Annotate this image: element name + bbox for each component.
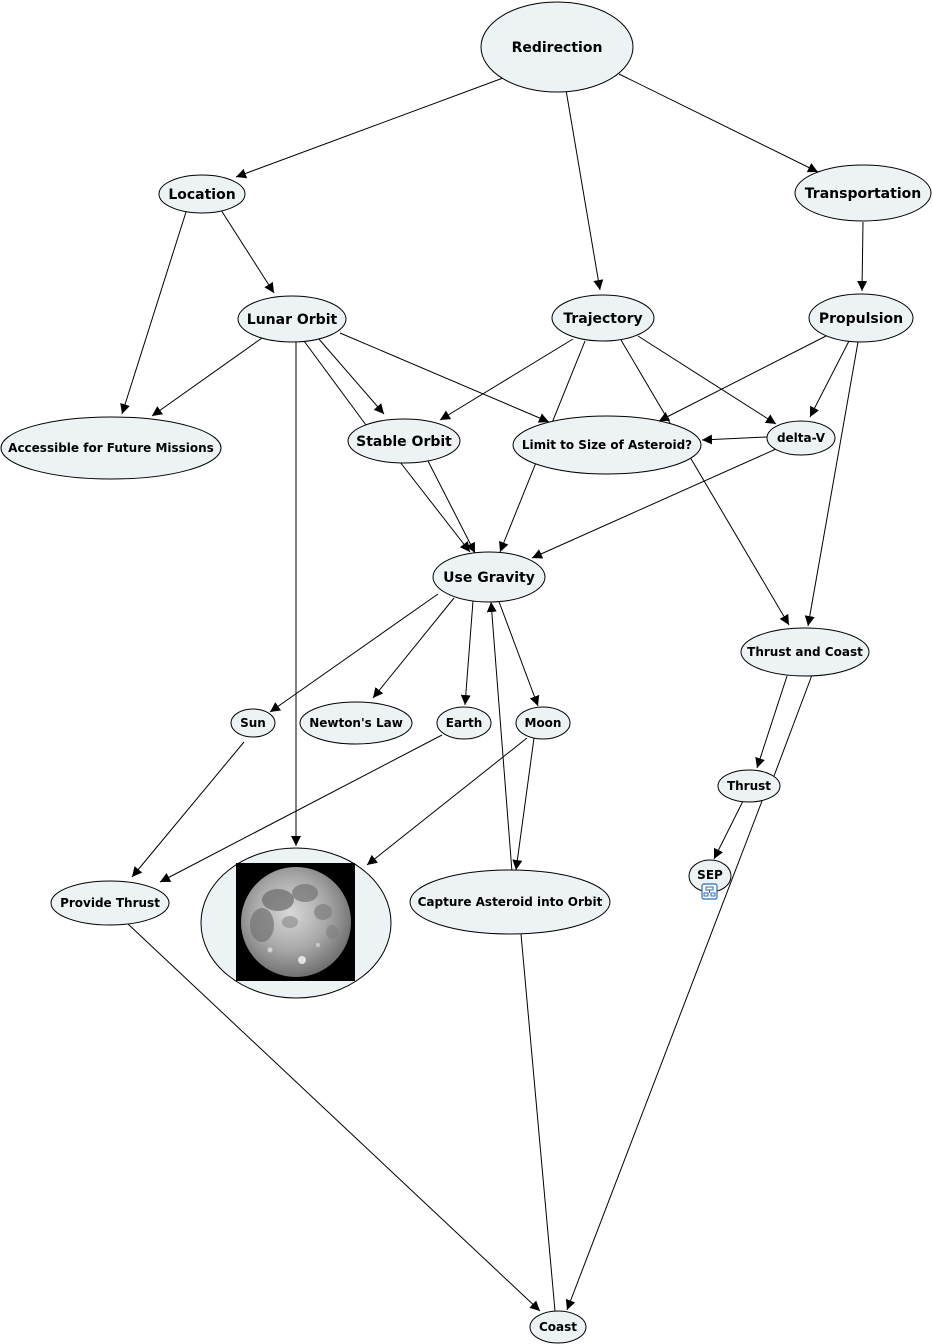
edge-capture-coast: [520, 933, 556, 1312]
edge-delta-v-use-gravity: [531, 448, 777, 559]
node-newtons-law-label: Newton's Law: [309, 716, 403, 730]
edge-moon-moon-image: [366, 737, 528, 866]
node-provide-thrust-label: Provide Thrust: [60, 896, 160, 910]
edge-moon-capture: [512, 737, 535, 871]
node-sep-label: SEP: [697, 868, 723, 882]
edge-redirection-trajectory: [565, 89, 604, 291]
edge-sun-provide-thrust: [131, 741, 245, 878]
edge-capture-use-gravity: [486, 601, 513, 873]
edge-lunar-orbit-stable-orbit: [317, 337, 385, 415]
node-sun[interactable]: Sun: [230, 708, 276, 738]
edge-redirection-location: [235, 77, 504, 179]
edges: [120, 73, 868, 1312]
node-stable-orbit[interactable]: Stable Orbit: [347, 418, 461, 464]
node-redirection[interactable]: Redirection: [480, 1, 634, 93]
node-redirection-label: Redirection: [512, 40, 603, 56]
node-capture-asteroid-label: Capture Asteroid into Orbit: [418, 895, 603, 909]
node-propulsion-label: Propulsion: [819, 311, 903, 327]
node-moon-image[interactable]: [200, 847, 392, 999]
node-provide-thrust[interactable]: Provide Thrust: [50, 880, 170, 926]
node-thrust-and-coast[interactable]: Thrust and Coast: [740, 627, 870, 677]
node-delta-v[interactable]: delta-V: [766, 420, 836, 456]
edge-trajectory-stable-orbit: [439, 338, 574, 421]
node-lunar-orbit[interactable]: Lunar Orbit: [237, 295, 347, 343]
node-trajectory[interactable]: Trajectory: [551, 294, 655, 342]
edge-location-accessible: [120, 211, 187, 415]
node-limit-size-label: Limit to Size of Asteroid?: [522, 438, 692, 452]
edge-thrust-and-coast-coast: [773, 674, 813, 777]
edge-stable-orbit-use-gravity-a: [399, 461, 471, 553]
node-earth-label: Earth: [446, 716, 483, 730]
edge-propulsion-delta-v: [809, 340, 850, 418]
node-sep[interactable]: SEP: [688, 859, 732, 900]
node-coast[interactable]: Coast: [529, 1310, 587, 1344]
edge-provide-thrust-coast: [127, 923, 541, 1312]
node-transportation[interactable]: Transportation: [794, 164, 932, 222]
node-thrust-and-coast-label: Thrust and Coast: [747, 645, 863, 659]
edge-use-gravity-newtons-law: [372, 597, 455, 699]
node-sun-label: Sun: [240, 716, 266, 730]
node-propulsion[interactable]: Propulsion: [808, 293, 914, 343]
edge-stable-orbit-use-gravity-b: [427, 460, 476, 554]
edge-thrust-and-coast-thrust: [755, 675, 788, 769]
node-limit-size[interactable]: Limit to Size of Asteroid?: [512, 415, 702, 475]
node-capture-asteroid[interactable]: Capture Asteroid into Orbit: [409, 869, 611, 935]
edge-lunar-orbit-limit-size: [339, 332, 550, 423]
node-moon[interactable]: Moon: [515, 706, 571, 740]
node-thrust[interactable]: Thrust: [717, 769, 781, 803]
edge-thrust-coast-path: [565, 800, 763, 1311]
node-use-gravity-label: Use Gravity: [443, 570, 535, 586]
resource-attachment-icon[interactable]: [701, 883, 718, 900]
edge-transportation-propulsion: [857, 221, 868, 292]
edge-use-gravity-sun: [269, 593, 439, 713]
edge-use-gravity-moon: [497, 598, 540, 707]
node-accessible[interactable]: Accessible for Future Missions: [0, 416, 222, 480]
edge-trajectory-thrust-and-coast: [620, 339, 790, 626]
node-lunar-orbit-label: Lunar Orbit: [247, 312, 338, 328]
node-thrust-label: Thrust: [727, 779, 771, 793]
edge-redirection-transportation: [618, 73, 819, 173]
edge-use-gravity-earth: [460, 600, 474, 706]
node-newtons-law[interactable]: Newton's Law: [299, 701, 413, 745]
node-trajectory-label: Trajectory: [563, 311, 642, 327]
edge-trajectory-delta-v: [637, 335, 777, 425]
full-moon-photo: [241, 867, 351, 977]
node-coast-label: Coast: [539, 1320, 577, 1334]
node-location[interactable]: Location: [158, 174, 246, 214]
edge-propulsion-thrust-and-coast: [804, 341, 859, 627]
edge-earth-provide-thrust: [159, 734, 443, 883]
edge-lunar-orbit-accessible: [151, 337, 263, 417]
node-location-label: Location: [168, 187, 235, 203]
edge-location-lunar-orbit: [220, 209, 275, 294]
edge-delta-v-limit-size: [701, 434, 768, 445]
node-use-gravity[interactable]: Use Gravity: [432, 551, 546, 603]
edge-lunar-orbit-use-gravity: [303, 340, 367, 426]
node-transportation-label: Transportation: [805, 186, 921, 202]
node-moon-label: Moon: [525, 716, 562, 730]
node-earth[interactable]: Earth: [436, 706, 492, 740]
edge-thrust-sep: [713, 800, 744, 860]
edge-propulsion-limit-size: [658, 335, 827, 422]
node-stable-orbit-label: Stable Orbit: [356, 434, 452, 450]
node-accessible-label: Accessible for Future Missions: [8, 441, 214, 455]
node-delta-v-label: delta-V: [777, 431, 826, 445]
